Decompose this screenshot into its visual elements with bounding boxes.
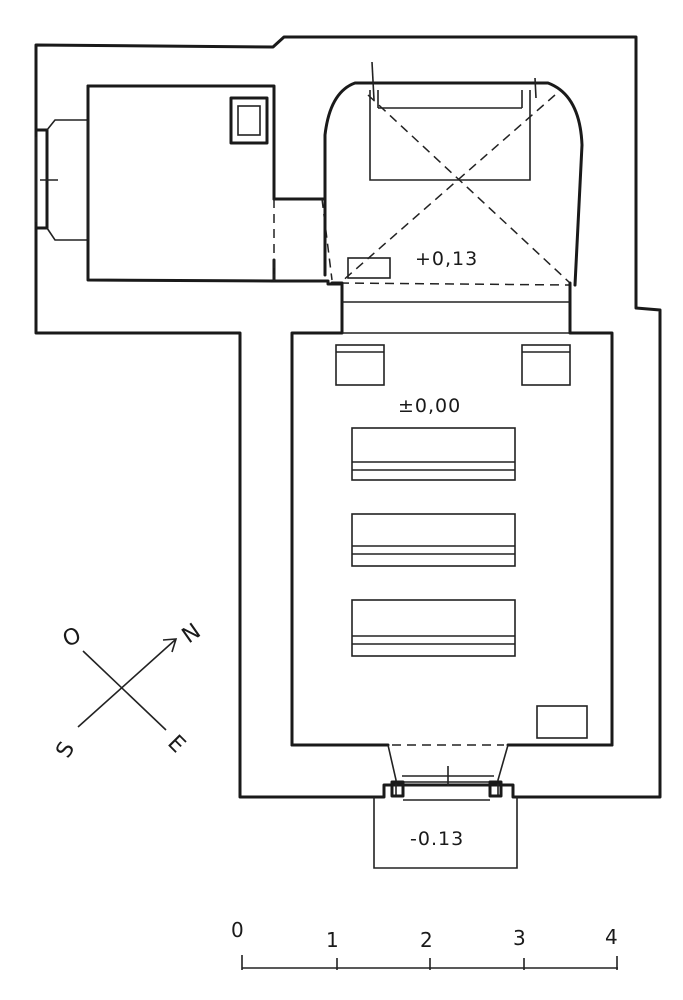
entrance-doorway	[387, 744, 509, 798]
pew	[351, 513, 516, 567]
compass-axis-east	[82, 650, 167, 731]
compass-axis-north	[77, 639, 176, 728]
scale-tick-label: 4	[605, 925, 618, 949]
compass-west-label: O	[60, 623, 85, 652]
scale-tick-label: 2	[420, 928, 433, 952]
altar	[369, 90, 531, 181]
chancel-apse	[323, 81, 584, 287]
pew	[351, 427, 516, 481]
chancel-step	[290, 281, 614, 747]
compass-east-label: E	[162, 731, 190, 759]
left-side-altar	[335, 344, 385, 386]
west-doorway	[34, 119, 88, 241]
credence-shelf	[347, 257, 391, 279]
entrance-porch	[373, 797, 518, 869]
vault-diagonals	[339, 61, 571, 286]
pew	[351, 599, 516, 657]
porch-level-label: -0.13	[410, 828, 464, 850]
compass-arrowhead	[162, 638, 178, 653]
scale-tick-label: 0	[231, 918, 244, 942]
sacristy-cabinet	[229, 96, 269, 145]
compass-rose	[77, 638, 178, 731]
sacristy-room	[86, 84, 276, 283]
right-side-altar	[521, 344, 571, 386]
outer-wall	[34, 35, 662, 799]
scale-tick-label: 1	[326, 928, 339, 952]
scale-tick-label: 3	[513, 926, 526, 950]
baptismal-bench	[536, 705, 588, 739]
sacristy-passage	[272, 197, 342, 286]
nave-level-label: ±0,00	[398, 395, 461, 417]
scale-bar	[241, 955, 618, 970]
chancel-level-label: +0,13	[415, 248, 478, 270]
compass-north-label: N	[178, 619, 206, 649]
compass-south-label: S	[52, 738, 81, 763]
